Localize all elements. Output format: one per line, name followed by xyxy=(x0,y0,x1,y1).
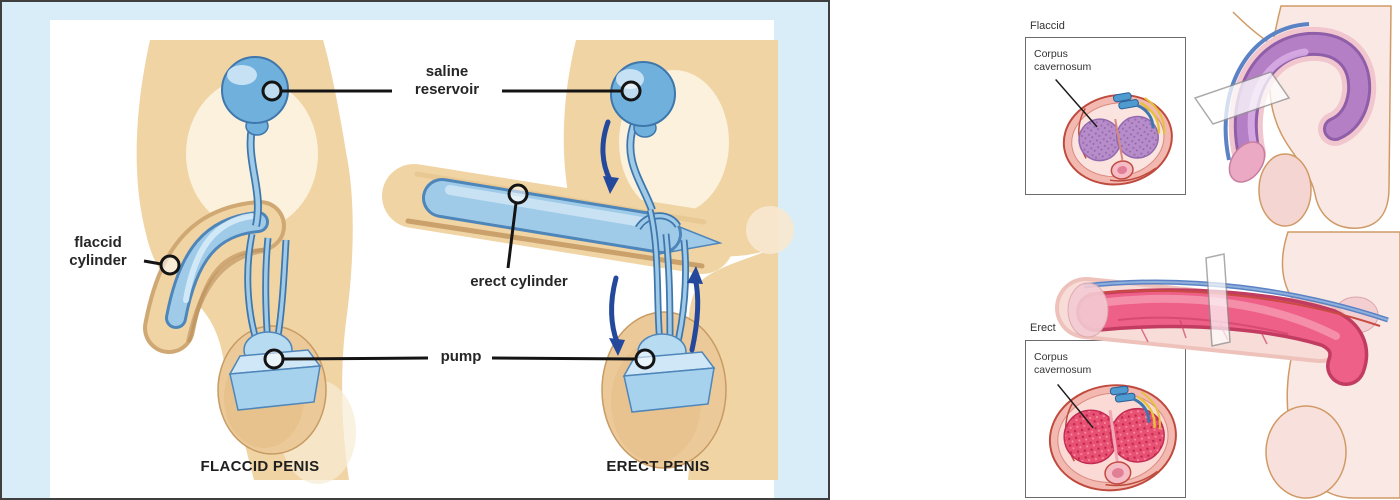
implant-diagram-panel: saline reservoir flaccid cylinder erect … xyxy=(0,0,830,500)
flaccid-pump-marker xyxy=(263,348,285,370)
flaccid-corpus-label: Corpus cavernosum xyxy=(1034,48,1092,73)
dorsal-vessels xyxy=(1113,92,1155,129)
flaccid-reservoir xyxy=(221,56,289,136)
flaccid-reservoir-marker xyxy=(261,80,283,102)
saline-reservoir-label: saline reservoir xyxy=(414,63,480,99)
cross-section-plane xyxy=(1205,253,1231,347)
nerves xyxy=(1139,97,1166,135)
glans xyxy=(1228,141,1266,183)
flaccid-cross-section-box: Corpus cavernosum xyxy=(1025,37,1186,195)
flaccid-cross-section-art xyxy=(1055,78,1173,186)
erect-penis-caption: ERECT PENIS xyxy=(606,458,710,475)
dorsal-vessels xyxy=(1109,385,1151,423)
erect-corpus-label: Corpus cavernosum xyxy=(1034,351,1092,376)
glans xyxy=(1067,282,1109,338)
erect-figure xyxy=(382,40,794,480)
erect-cylinder-label: erect cylinder xyxy=(470,273,568,290)
erect-section-title: Erect xyxy=(1030,322,1056,334)
corpus-cavernosum-right xyxy=(1115,115,1159,159)
erect-cross-section-box: Corpus cavernosum xyxy=(1025,340,1186,498)
flaccid-figure xyxy=(136,40,356,484)
nerves xyxy=(1136,391,1161,430)
erect-pump-marker xyxy=(634,348,656,370)
implant-illustration xyxy=(136,40,794,484)
saline-flow-arrows xyxy=(600,119,703,356)
corpus-cavernosum-right xyxy=(1110,407,1165,463)
erect-reservoir xyxy=(610,61,676,138)
pump-label: pump xyxy=(440,348,482,365)
flaccid-penis-caption: FLACCID PENIS xyxy=(200,458,320,475)
scrotum xyxy=(1265,405,1347,499)
cross-section-plane xyxy=(1193,71,1291,125)
erect-side-view xyxy=(1055,231,1400,499)
scrotum xyxy=(1258,153,1312,227)
erect-reservoir-marker xyxy=(620,80,642,102)
corpus-leader-line xyxy=(1057,383,1094,429)
flaccid-section-title: Flaccid xyxy=(1030,20,1065,32)
flaccid-cylinder-label: flaccid cylinder xyxy=(69,234,127,270)
erect-cylinder-marker xyxy=(507,183,529,205)
corpus-leader-line xyxy=(1055,78,1098,128)
flaccid-side-view xyxy=(1193,5,1392,229)
flaccid-cylinder-marker xyxy=(159,254,181,276)
corpus-veins xyxy=(1117,316,1289,345)
leader-lines xyxy=(143,80,656,370)
erect-cross-section-art xyxy=(1048,383,1177,492)
